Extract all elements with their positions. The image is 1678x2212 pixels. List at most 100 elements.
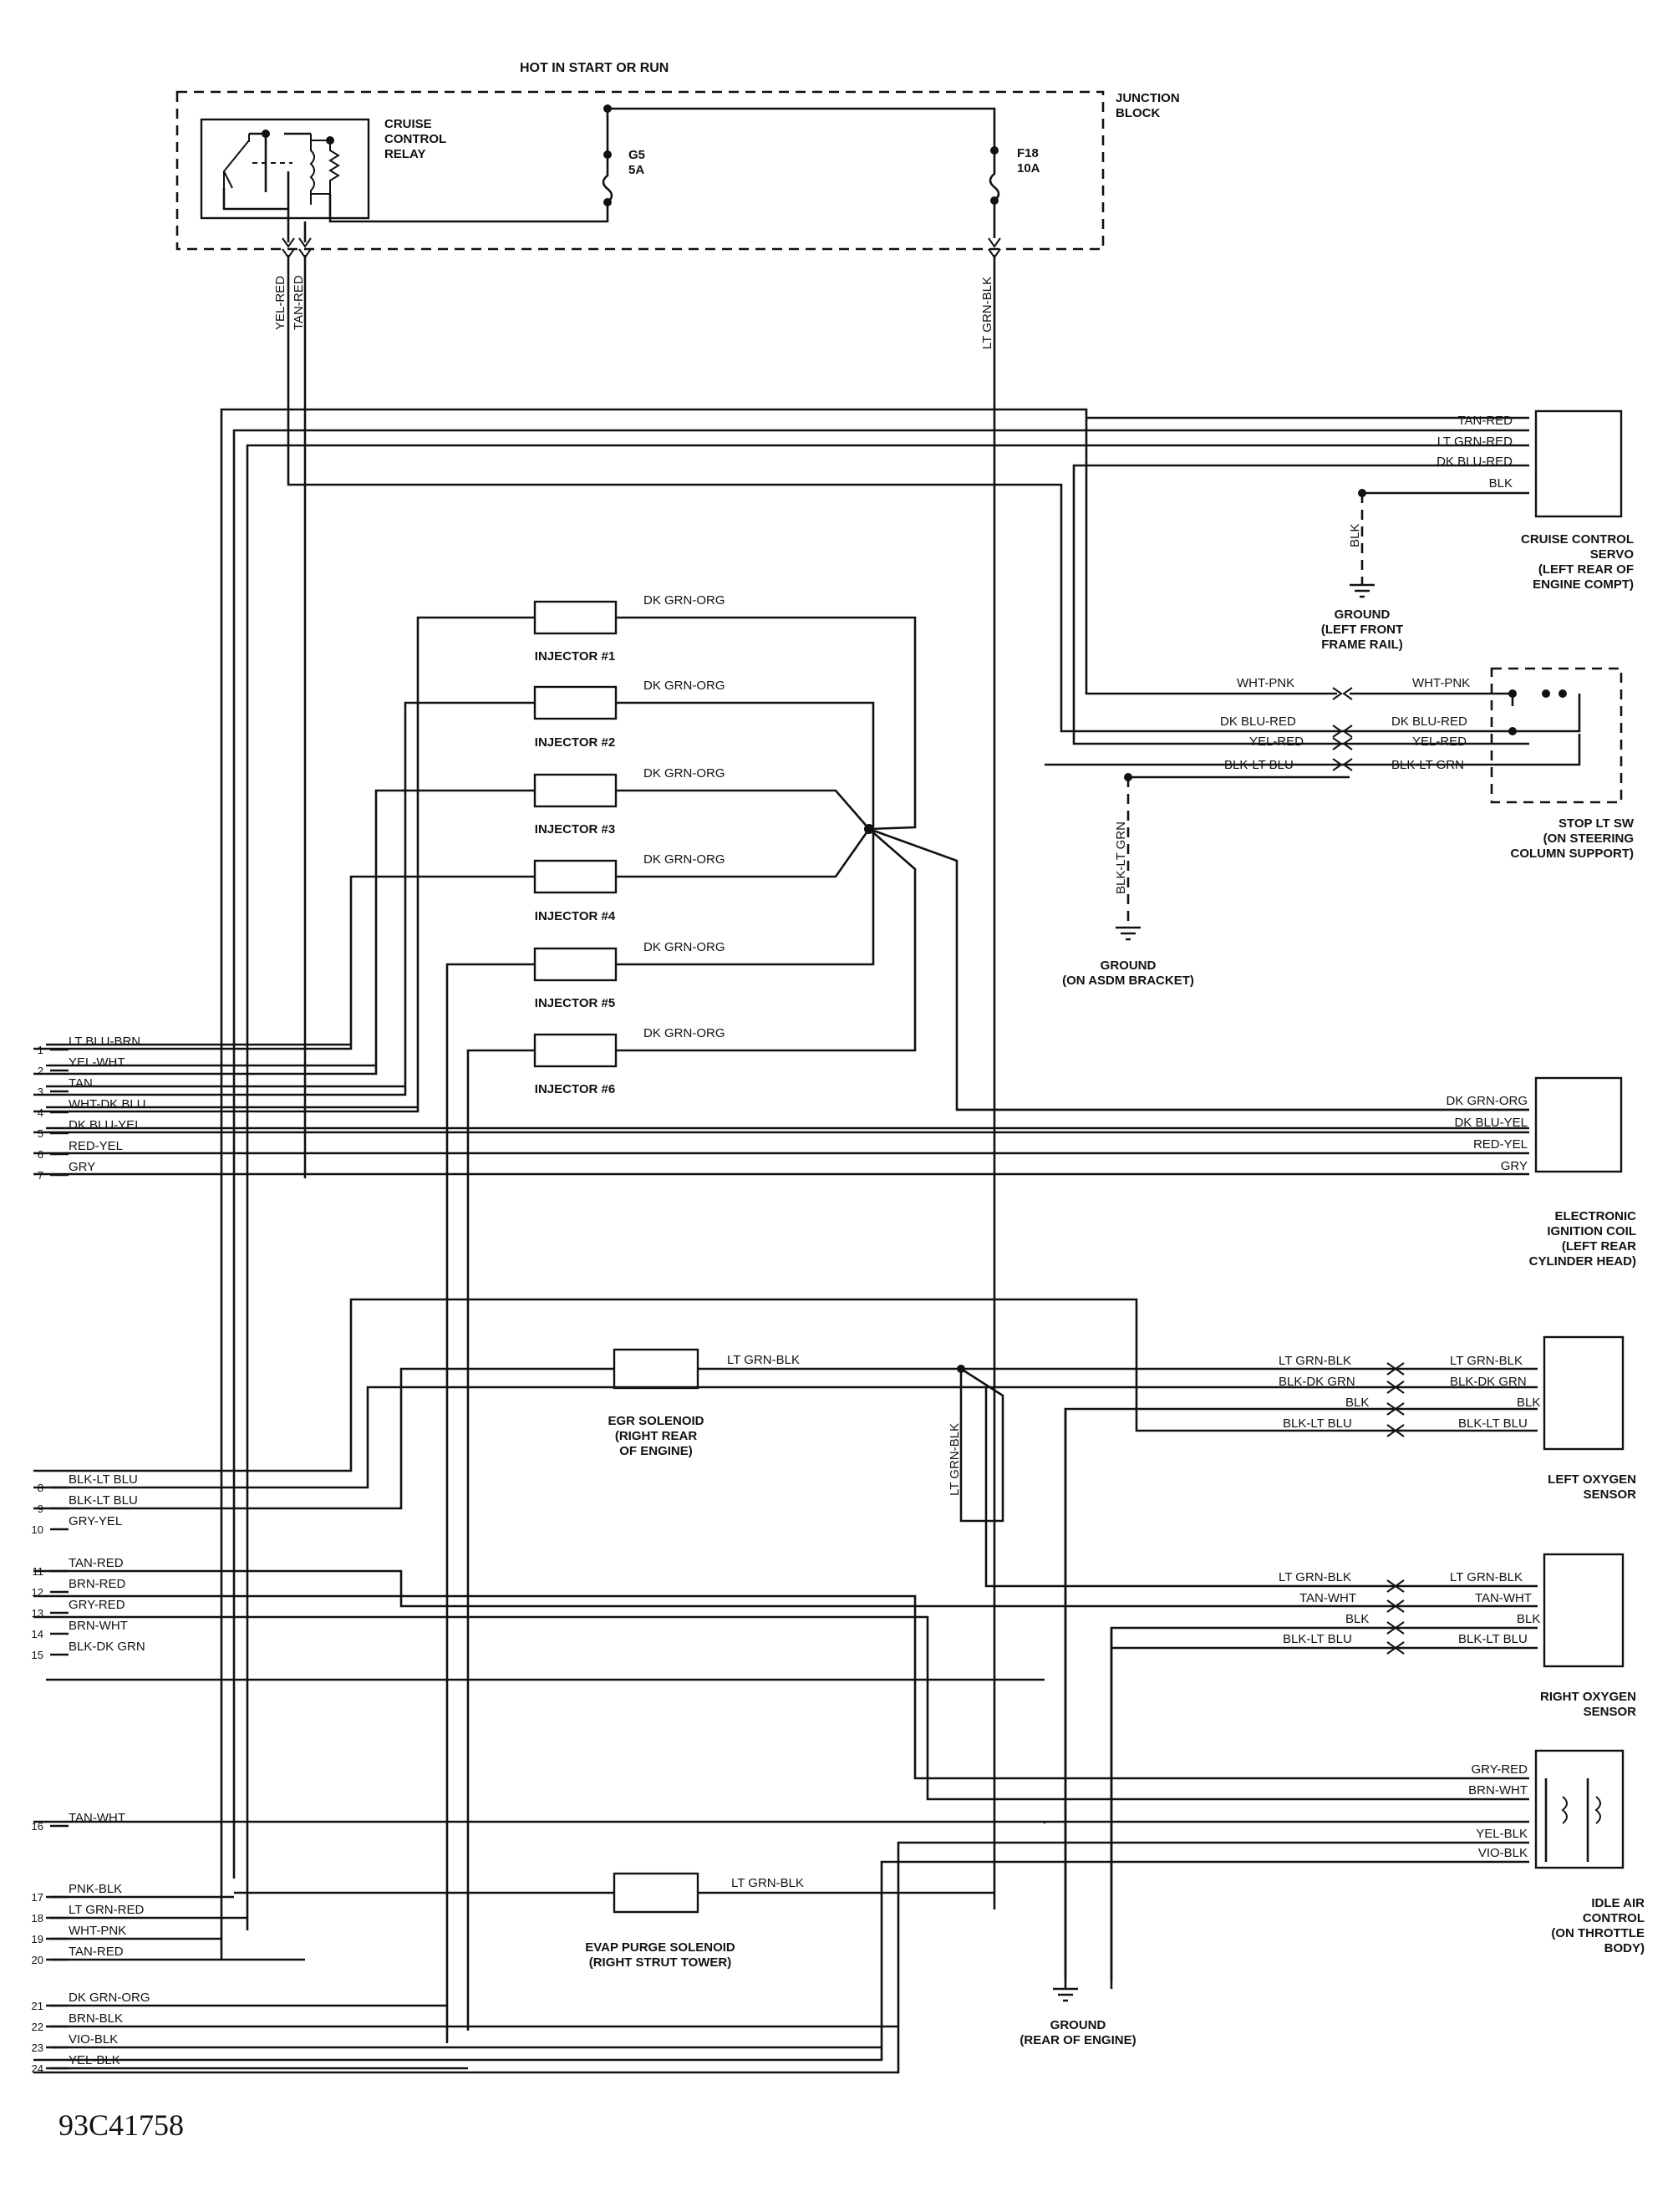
pin-number-12: 12 bbox=[32, 1586, 43, 1599]
pin-number-11: 11 bbox=[33, 1565, 44, 1578]
pin-wire-1: LT BLU-BRN bbox=[69, 1035, 140, 1049]
evap-solenoid-box bbox=[613, 1872, 699, 1914]
tan-red-to-servo bbox=[220, 408, 1529, 1960]
pin-number-14: 14 bbox=[32, 1628, 43, 1640]
cruise-relay-box bbox=[200, 118, 370, 220]
right-o2-box bbox=[1543, 1553, 1625, 1668]
relay-out-wires bbox=[287, 209, 307, 242]
junction-block-outline bbox=[175, 90, 1105, 251]
injector-6-label: INJECTOR #6 bbox=[535, 1082, 615, 1096]
lo2-right-wire-2: BLK-DK GRN bbox=[1450, 1375, 1527, 1389]
stop-right-wire-1: WHT-PNK bbox=[1412, 676, 1470, 690]
iac-wires bbox=[33, 1594, 1589, 2074]
left-o2-box bbox=[1543, 1335, 1625, 1451]
diagram-title: HOT IN START OR RUN bbox=[520, 61, 669, 75]
pin-wire-4: WHT-DK BLU bbox=[69, 1097, 146, 1111]
fuse-g5 bbox=[328, 155, 613, 223]
pin-wire-22: BRN-BLK bbox=[69, 2011, 123, 2026]
iac-wire-2: BRN-WHT bbox=[1468, 1783, 1528, 1798]
pin-number-4: 4 bbox=[38, 1106, 43, 1119]
stop-left-wire-4: BLK-LT BLU bbox=[1224, 758, 1294, 772]
pin-number-3: 3 bbox=[38, 1086, 43, 1098]
servo-wire-3: DK BLU-RED bbox=[1436, 455, 1513, 469]
engine-ground-wire bbox=[1064, 1409, 1113, 1989]
ro2-left-wire-4: BLK-LT BLU bbox=[1283, 1632, 1352, 1646]
hot-bus bbox=[606, 107, 996, 155]
pin-wire-12: BRN-RED bbox=[69, 1577, 126, 1591]
pin-number-15: 15 bbox=[32, 1649, 43, 1661]
pin-number-19: 19 bbox=[32, 1933, 43, 1945]
ro2-right-wire-2: TAN-WHT bbox=[1475, 1591, 1532, 1605]
pin-wire-14: BRN-WHT bbox=[69, 1619, 128, 1633]
pin-wire-11: TAN-RED bbox=[69, 1556, 124, 1570]
iac-wire-3: YEL-BLK bbox=[1476, 1827, 1528, 1841]
relay-coil bbox=[309, 134, 340, 205]
iac-coils bbox=[1561, 1796, 1601, 1824]
pin-number-21: 21 bbox=[32, 2000, 43, 2012]
servo-wires bbox=[232, 429, 1529, 1930]
stop-right-wire-3: YEL-RED bbox=[1412, 735, 1467, 749]
egr-solenoid-box bbox=[613, 1348, 699, 1390]
pin-wire-18: LT GRN-RED bbox=[69, 1903, 144, 1917]
pin-number-22: 22 bbox=[32, 2021, 43, 2033]
coil-wire-2: DK BLU-YEL bbox=[1454, 1116, 1528, 1130]
evap-label: EVAP PURGE SOLENOID(RIGHT STRUT TOWER) bbox=[585, 1940, 735, 1970]
stop-left-wire-1: WHT-PNK bbox=[1237, 676, 1294, 690]
pin-number-5: 5 bbox=[38, 1127, 43, 1140]
servo-wire-1: TAN-RED bbox=[1457, 414, 1513, 428]
lo2-right-wire-4: BLK-LT BLU bbox=[1458, 1416, 1528, 1431]
injector-1-label: INJECTOR #1 bbox=[535, 649, 615, 664]
right-o2-wires bbox=[33, 1387, 1538, 1981]
servo-wire-4: BLK bbox=[1489, 476, 1513, 491]
ro2-left-wire-3: BLK bbox=[1345, 1612, 1369, 1626]
iac-wire-1: GRY-RED bbox=[1471, 1762, 1528, 1777]
left-o2-wires bbox=[33, 1298, 1538, 1981]
pin-wire-16: TAN-WHT bbox=[69, 1811, 125, 1825]
figure-id: 93C41758 bbox=[58, 2108, 184, 2142]
lo2-right-wire-3: BLK bbox=[1517, 1396, 1540, 1410]
pin-wire-20: TAN-RED bbox=[69, 1945, 124, 1959]
pin-wire-17: PNK-BLK bbox=[69, 1882, 122, 1896]
injector-5-wire: DK GRN-ORG bbox=[643, 940, 725, 954]
stop-switch-outline bbox=[1490, 667, 1623, 804]
coil-wire-1: DK GRN-ORG bbox=[1447, 1094, 1528, 1108]
ro2-right-wire-1: LT GRN-BLK bbox=[1450, 1570, 1523, 1584]
pin-wire-6: RED-YEL bbox=[69, 1139, 123, 1153]
pin-wire-10: GRY-YEL bbox=[69, 1514, 122, 1528]
pin-wire-13: GRY-RED bbox=[69, 1598, 125, 1612]
injector-wires bbox=[33, 616, 1529, 2043]
injector-2-wire: DK GRN-ORG bbox=[643, 679, 725, 693]
pcm-pin-wires bbox=[46, 1043, 1529, 2070]
ignition-wires bbox=[33, 1108, 1529, 1176]
relay-internal bbox=[222, 132, 311, 211]
iac-box bbox=[1534, 1749, 1625, 1869]
cruise-servo-box bbox=[1534, 409, 1623, 518]
injector-4-label: INJECTOR #4 bbox=[535, 909, 616, 923]
stop-right-wire-4: BLK-LT GRN bbox=[1391, 758, 1464, 772]
evap-wire-label: LT GRN-BLK bbox=[731, 1876, 804, 1890]
pin-number-10: 10 bbox=[32, 1523, 43, 1536]
pin-wire-5: DK BLU-YEL bbox=[69, 1118, 142, 1132]
pin-number-2: 2 bbox=[38, 1065, 43, 1077]
ro2-right-wire-3: BLK bbox=[1517, 1612, 1540, 1626]
yel-red-vertical bbox=[287, 255, 1350, 733]
lo2-left-wire-2: BLK-DK GRN bbox=[1279, 1375, 1355, 1389]
lt-grn-blk-label: LT GRN-BLK bbox=[980, 277, 994, 349]
pin-wire-7: GRY bbox=[69, 1160, 95, 1174]
iac-wire-4: VIO-BLK bbox=[1478, 1846, 1528, 1860]
engine-ground-label: GROUND(REAR OF ENGINE) bbox=[1020, 2018, 1136, 2047]
egr-splice-label: LT GRN-BLK bbox=[948, 1423, 962, 1496]
pin-number-1: 1 bbox=[38, 1044, 43, 1056]
yel-red-label: YEL-RED bbox=[273, 276, 287, 330]
pin-wire-15: BLK-DK GRN bbox=[69, 1640, 145, 1654]
